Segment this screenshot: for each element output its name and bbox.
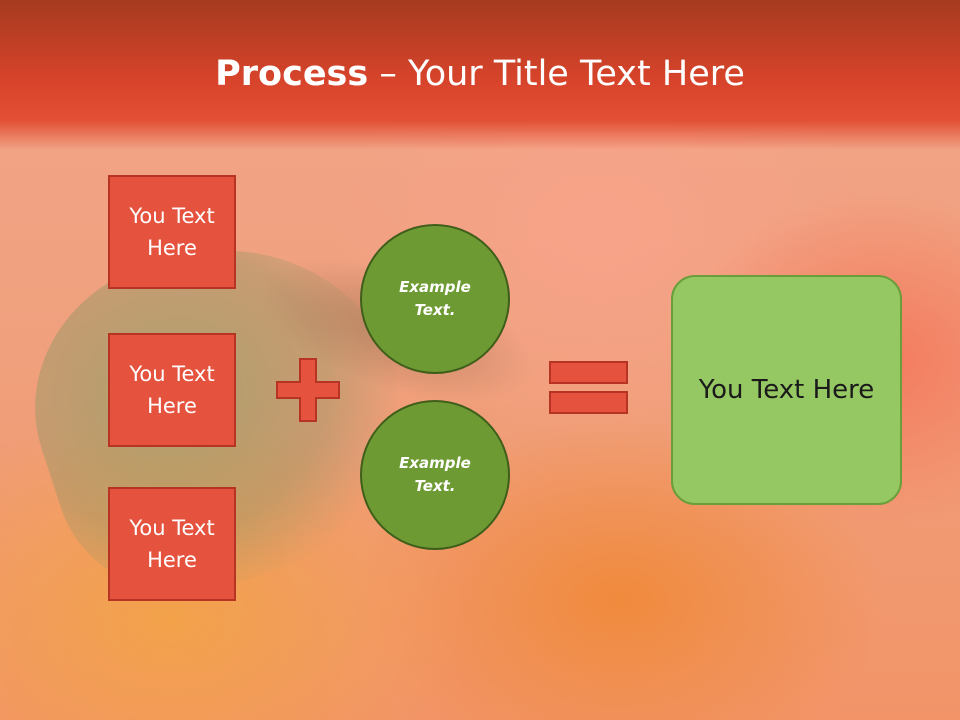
example-circle-2-label: Example Text. bbox=[399, 454, 471, 495]
input-box-1-label: You Text Here bbox=[129, 204, 215, 260]
title-dash: – bbox=[368, 54, 408, 94]
example-circle-1[interactable]: Example Text. bbox=[360, 224, 510, 374]
input-box-2-label: You Text Here bbox=[129, 362, 215, 418]
result-box[interactable]: You Text Here bbox=[671, 275, 902, 505]
plus-icon bbox=[276, 358, 340, 422]
input-box-1[interactable]: You Text Here bbox=[108, 175, 236, 289]
result-box-label: You Text Here bbox=[698, 375, 875, 405]
example-circle-1-label: Example Text. bbox=[399, 278, 471, 319]
title-text-part: Your Title Text Here bbox=[407, 54, 745, 94]
title-bold-part: Process bbox=[215, 54, 369, 94]
input-box-3-label: You Text Here bbox=[129, 516, 215, 572]
slide-title: Process – Your Title Text Here bbox=[0, 54, 960, 94]
input-box-2[interactable]: You Text Here bbox=[108, 333, 236, 447]
equals-icon bbox=[549, 361, 628, 414]
input-box-3[interactable]: You Text Here bbox=[108, 487, 236, 601]
example-circle-2[interactable]: Example Text. bbox=[360, 400, 510, 550]
title-banner bbox=[0, 0, 960, 150]
